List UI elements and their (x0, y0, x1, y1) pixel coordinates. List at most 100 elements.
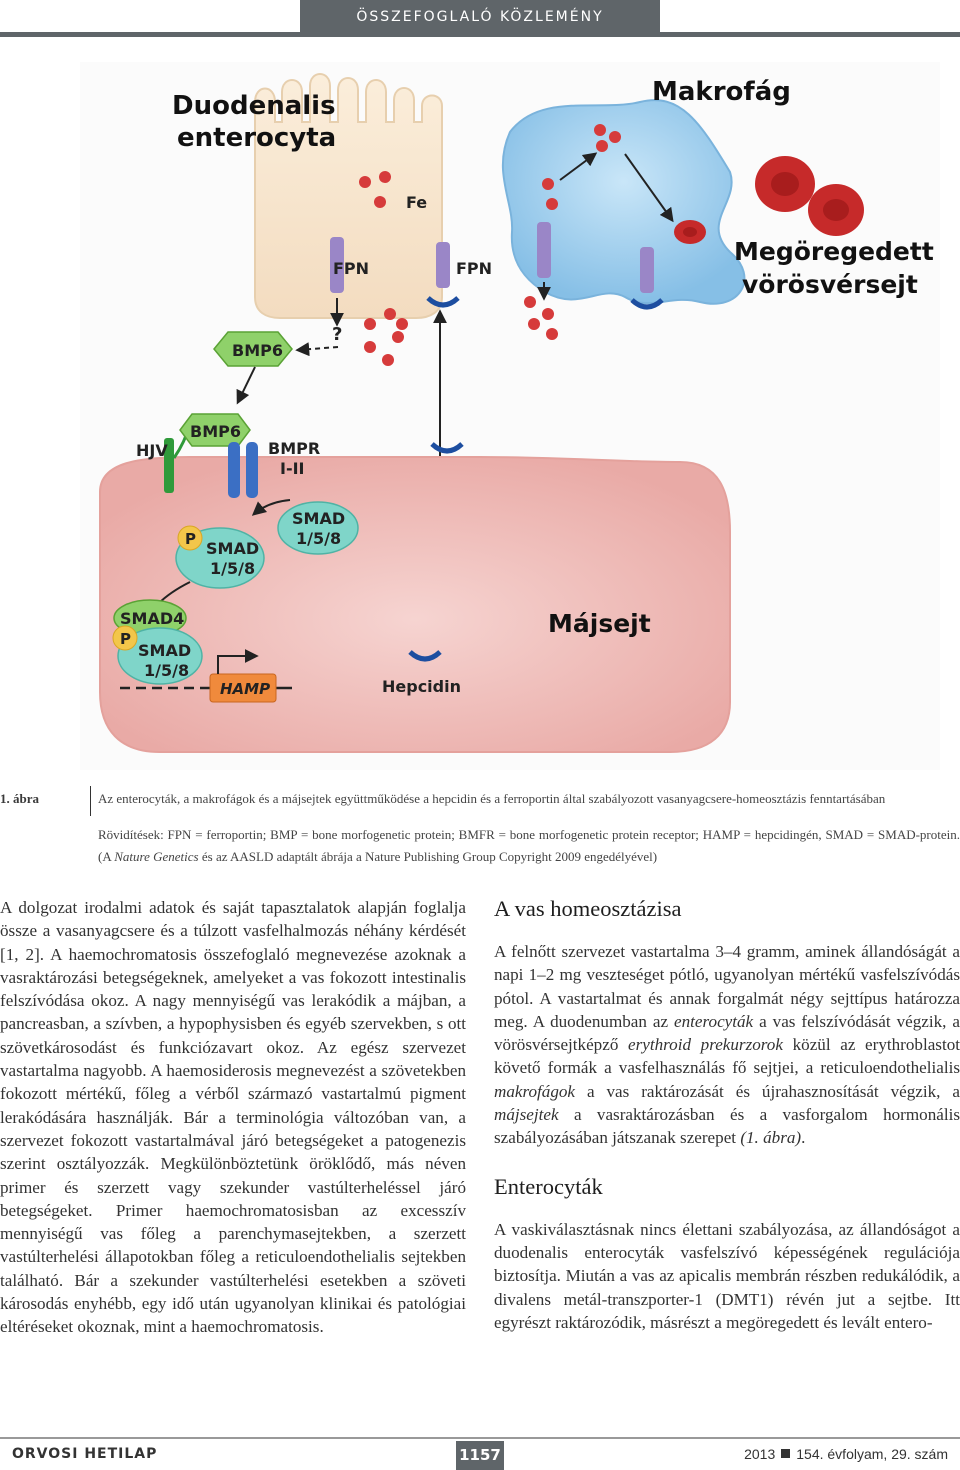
arrow (559, 152, 598, 181)
credit-post: és az AASLD adaptált ábrája a Nature Pub… (198, 849, 658, 864)
smad-158-free (277, 501, 359, 555)
issue-volume: 154. évfolyam, 29. szám (796, 1446, 948, 1462)
label-smad-low-1: SMAD (138, 641, 191, 660)
iron-dot (546, 198, 558, 210)
label-smad-right-2: 1/5/8 (296, 529, 341, 548)
text-run: a vas felszívódását végzik, a vörösvérse… (494, 1011, 960, 1055)
label-smad-low-2: 1/5/8 (144, 661, 189, 680)
old-rbc-2-center (823, 199, 849, 221)
iron-dot (364, 318, 376, 330)
iron-dot (596, 140, 608, 152)
iron-dot (382, 354, 394, 366)
footer-rule (0, 1437, 960, 1439)
figure-1: Duodenalis enterocyta Makrofág Megöreged… (40, 62, 940, 770)
label-fpn-right: FPN (456, 259, 492, 278)
separator-square (781, 1449, 791, 1458)
label-macrophage: Makrofág (652, 77, 791, 107)
credit-pre: (A (98, 849, 115, 864)
figure-number: 1. ábra (0, 791, 39, 806)
journal-name: ORVOSI HETILAP (12, 1446, 158, 1462)
iron-dot (542, 308, 554, 320)
iron-dot (546, 328, 558, 340)
right-column: A vas homeosztázisa A felnőtt szervezet … (494, 896, 960, 1334)
label-p-low: P (120, 630, 131, 648)
iron-dot (384, 308, 396, 320)
label-p-mid: P (185, 530, 196, 548)
transcription-arrow (217, 649, 259, 674)
label-enterocyte-1: Duodenalis (172, 91, 336, 121)
smad-158-complex (117, 627, 203, 685)
iron-homeostasis-diagram: Duodenalis enterocyta Makrofág Megöreged… (80, 62, 940, 770)
term-hepatocytes: májsejtek (494, 1105, 559, 1125)
term-macrophages: makrofágok (494, 1081, 576, 1101)
abbreviations-text: Rövidítések: FPN = ferroportin; BMP = bo… (98, 827, 960, 842)
hepcidin-bound-fpn (426, 296, 460, 308)
bmp6-ligand (213, 331, 293, 367)
ferroportin-channel-right (436, 242, 450, 288)
ferroportin-channel-left (330, 237, 344, 293)
iron-dot (392, 331, 404, 343)
label-bmp6-top: BMP6 (232, 341, 283, 360)
iron-dot (528, 318, 540, 330)
hjv-protein (164, 438, 174, 493)
phosphate-low (112, 625, 138, 651)
label-smad-right-1: SMAD (292, 509, 345, 528)
text-run: közül az erythroblastot követő formák a … (494, 1035, 960, 1078)
term-erythroid-precursors: erythroid prekurzorok (628, 1035, 783, 1055)
iron-dot (542, 178, 554, 190)
label-bmpr-2: I-II (280, 459, 305, 478)
arrow (624, 153, 674, 223)
iron-dot (396, 318, 408, 330)
iron-dot (524, 296, 536, 308)
header-rule-left (0, 32, 300, 37)
label-smad-mid-2: 1/5/8 (210, 559, 255, 578)
iron-dot (609, 131, 621, 143)
hepcidin-bound-fpn (630, 298, 664, 310)
label-rbc-2: vörösvérsejt (742, 270, 918, 299)
paragraph-enterocytes: A vaskiválasztásnak nincs élettani szabá… (494, 1219, 960, 1332)
label-hjv: HJV (136, 441, 168, 460)
paragraph-iron-homeostasis: A felnőtt szervezet vastartalma 3–4 gram… (494, 940, 960, 1150)
label-question: ? (332, 324, 342, 345)
label-smad4: SMAD4 (120, 609, 184, 628)
page-number: 1157 (456, 1441, 504, 1470)
arrow (236, 366, 256, 405)
caption-divider (90, 786, 91, 816)
text-run: A felnőtt szervezet vastartalma 3–4 gram… (494, 942, 960, 1031)
iron-dot (374, 196, 386, 208)
old-rbc-1-center (771, 172, 799, 196)
hepatocyte-cell (99, 456, 731, 753)
label-fe: Fe (406, 193, 427, 212)
left-column-text: A dolgozat irodalmi adatok és saját tapa… (0, 898, 466, 1337)
label-hepcidin: Hepcidin (382, 677, 461, 696)
iron-dot (364, 341, 376, 353)
label-smad-mid-1: SMAD (206, 539, 259, 558)
label-rbc-1: Megöregedett (734, 237, 934, 266)
heading-iron-homeostasis: A vas homeosztázisa (494, 896, 682, 921)
section-banner (300, 0, 660, 37)
phosphate-mid (177, 525, 203, 551)
bmpr-receptor-1 (228, 442, 240, 498)
label-fpn-left: FPN (333, 259, 369, 278)
issue-info: 2013 154. évfolyam, 29. szám (744, 1446, 948, 1462)
arrow (251, 499, 291, 516)
left-column: A dolgozat irodalmi adatok és saját tapa… (0, 896, 466, 1339)
hamp-gene (209, 673, 277, 703)
dashed-arrow (295, 342, 339, 357)
label-bmpr-1: BMPR (268, 439, 320, 458)
bmpr-receptor-2 (246, 442, 258, 498)
label-hepatocyte: Májsejt (548, 609, 651, 638)
macrophage-cell (501, 99, 746, 305)
issue-year: 2013 (744, 1446, 776, 1462)
label-hamp: HAMP (220, 680, 270, 698)
phagocytosed-rbc-center (683, 227, 697, 237)
iron-dot (379, 171, 391, 183)
label-enterocyte-2: enterocyta (177, 123, 336, 153)
credit-journal: Nature Genetics (114, 849, 199, 864)
hepcidin-molecule (430, 442, 464, 454)
hepcidin-molecule (408, 650, 442, 662)
text-run: a vas raktározását és újrahasznosítását … (575, 1081, 960, 1101)
heading-enterocytes: Enterocyták (494, 1173, 603, 1199)
iron-dot (359, 176, 371, 188)
text-run: a vasraktározásban és a vasforgalom horm… (494, 1105, 960, 1148)
